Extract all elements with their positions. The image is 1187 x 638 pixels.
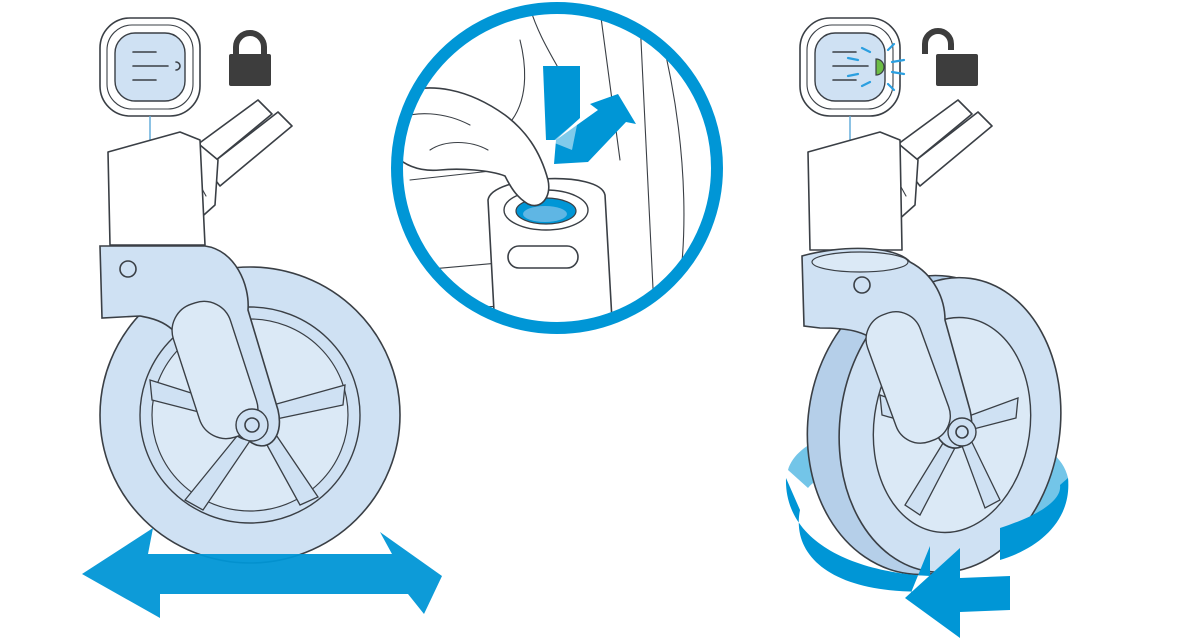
unlocked-wheel-panel xyxy=(785,17,1069,638)
lock-button-badge xyxy=(99,17,201,140)
release-button-lines-icon xyxy=(132,51,181,81)
unlock-button-badge xyxy=(799,17,906,140)
detail-circle-frame xyxy=(391,2,723,334)
padlock-open-icon xyxy=(922,28,978,86)
padlock-closed-icon xyxy=(229,30,271,86)
locked-wheel-panel xyxy=(82,17,442,618)
caster-housing xyxy=(99,131,281,447)
press-release-detail-panel xyxy=(391,2,723,334)
circular-swivel-arrow-front xyxy=(785,478,1069,638)
caster-housing-right xyxy=(801,131,977,449)
press-release-arrows-icon xyxy=(543,66,636,164)
straight-line-arrow-icon xyxy=(82,528,442,618)
green-indicator-light-icon xyxy=(846,42,906,92)
